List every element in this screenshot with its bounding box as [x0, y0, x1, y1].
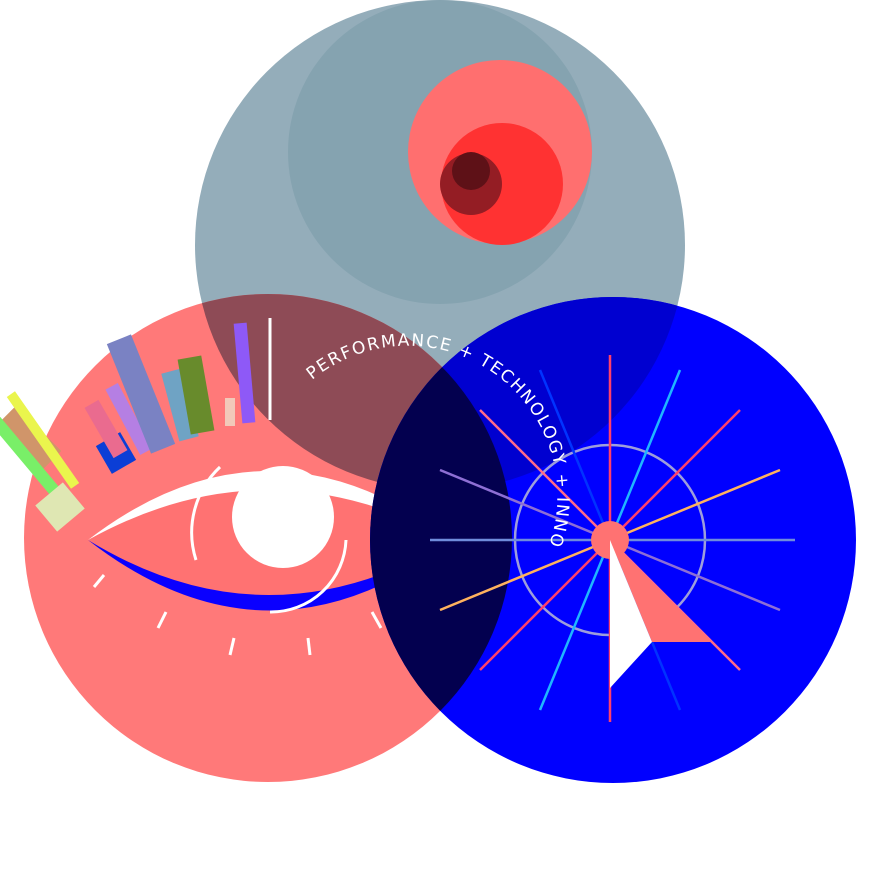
eye-icon — [88, 465, 452, 656]
bar-chart-icon — [0, 318, 272, 532]
overlap-top-right — [370, 297, 685, 490]
compass-icon — [430, 355, 795, 722]
overlap-top-left — [195, 294, 512, 490]
target-icon — [408, 60, 592, 245]
eye-pupil — [232, 466, 334, 568]
